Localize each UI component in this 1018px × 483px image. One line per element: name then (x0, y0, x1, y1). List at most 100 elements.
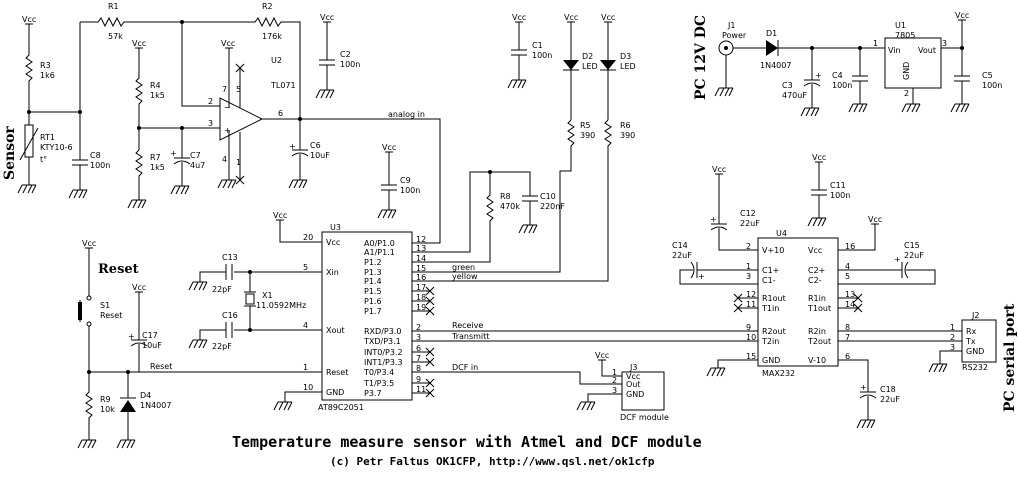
net-dcf-in: DCF in (452, 363, 478, 372)
schematic-title: Temperature measure sensor with Atmel an… (232, 433, 702, 451)
net-reset: Reset (150, 362, 172, 371)
d3-ref: D3 (620, 52, 631, 61)
u4-pin-name: R2out (762, 327, 786, 336)
c7-capacitor (173, 128, 191, 186)
ground-icon (856, 419, 876, 429)
r7-resistor (135, 149, 143, 200)
u4-pin-number: 2 (746, 242, 751, 251)
c2-value: 100n (340, 60, 360, 69)
u3-pin-name: A0/P1.0 (364, 239, 395, 248)
c8-ref: C8 (90, 151, 101, 160)
label-pc-serial-port: PC serial port (1002, 303, 1018, 412)
u4-pin-name: R1in (808, 294, 826, 303)
c12-ref: C12 (740, 209, 756, 218)
u3-pin-number: 2 (416, 323, 421, 332)
u4-value: MAX232 (762, 369, 795, 378)
r9-ref: R9 (100, 395, 111, 404)
c11-value: 100n (830, 191, 850, 200)
u1-vout: Vout (918, 46, 936, 55)
u3-pin-name: P1.5 (364, 287, 382, 296)
u3-pin-name: P1.2 (364, 258, 382, 267)
u4-pin-name: C2- (808, 276, 822, 285)
c16-value: 22pF (212, 342, 232, 351)
u1-gnd: GND (902, 62, 911, 80)
svg-text:t°: t° (40, 155, 47, 164)
svg-text:+: + (289, 142, 296, 151)
u3-pin-number: 1 (303, 363, 308, 372)
u4-pin-name: T2out (807, 337, 831, 346)
r8-ref: R8 (500, 192, 511, 201)
rt1-thermistor (24, 124, 34, 158)
d2-led (563, 60, 579, 70)
svg-text:+: + (815, 71, 822, 80)
c18-value: 22uF (880, 395, 900, 404)
c1-capacitor (511, 21, 527, 80)
u1-pin3: 3 (942, 39, 947, 48)
u2-pin5: 5 (236, 85, 241, 94)
c7-ref: C7 (190, 151, 201, 160)
u3-pin-number: 5 (303, 263, 308, 272)
ground-icon (315, 89, 335, 99)
svg-text:−: − (224, 103, 231, 112)
u3-pin-name: Vcc (326, 238, 340, 247)
j3-pin-name: Vcc (626, 372, 640, 381)
svg-text:+: + (860, 383, 867, 392)
u4-pin-number: 1 (746, 262, 751, 271)
svg-text:+: + (894, 255, 901, 264)
svg-text:+: + (224, 126, 231, 135)
j2-ref: J2 (971, 311, 979, 320)
u3-pin-number: 16 (416, 273, 426, 282)
r3-ref: R3 (40, 61, 51, 70)
u4-pin-name: GND (762, 356, 780, 365)
u3-pin-name: INT1/P3.3 (364, 358, 403, 367)
c10-value: 220nF (540, 202, 565, 211)
c17-value: 10uF (142, 341, 162, 350)
u4-pin-number: 15 (746, 352, 756, 361)
c3-capacitor (803, 48, 821, 108)
u3-pin-name: P1.6 (364, 297, 382, 306)
u3-pin-number: 20 (303, 233, 313, 242)
r9-value: 10k (100, 405, 115, 414)
d3-led (600, 60, 616, 70)
u3-pin-number: 17 (416, 283, 426, 292)
j3-pin-name: GND (626, 390, 644, 399)
u2-ref: U2 (271, 56, 282, 65)
r6-value: 390 (620, 131, 635, 140)
vcc-label: Vcc (382, 143, 396, 152)
d4-ref: D4 (140, 391, 151, 400)
vcc-label: Vcc (955, 11, 969, 20)
j2-pin-name: GND (966, 347, 984, 356)
u4-pin-name: C1- (762, 276, 776, 285)
u3-pin-number: 12 (416, 235, 426, 244)
vcc-label: Vcc (320, 13, 334, 22)
svg-text:+: + (698, 272, 705, 281)
d4-diode (120, 400, 136, 412)
u2-pin3: 3 (208, 119, 213, 128)
c2-capacitor (319, 21, 335, 90)
r5-value: 390 (580, 131, 595, 140)
d4-value: 1N4007 (140, 401, 171, 410)
j2-pin-name: Tx (965, 337, 976, 346)
c2-ref: C2 (340, 50, 351, 59)
ground-icon (188, 281, 208, 291)
c14-ref: C14 (672, 241, 688, 250)
label-sensor: Sensor (2, 126, 18, 180)
u3-pin-number: 18 (416, 293, 426, 302)
c8-capacitor (72, 159, 88, 190)
u4-pin-number: 12 (746, 290, 756, 299)
c4-ref: C4 (832, 71, 843, 80)
j3-value: DCF module (620, 413, 669, 422)
ground-icon (17, 184, 37, 194)
u3-pin-name: GND (326, 388, 344, 397)
r3-resistor (25, 30, 33, 112)
c8-value: 100n (90, 161, 110, 170)
s1-value: Reset (100, 311, 122, 320)
c3-value: 470uF (782, 91, 807, 100)
c17-capacitor (130, 291, 148, 372)
ground-icon (807, 217, 827, 227)
ground-icon (706, 359, 758, 377)
